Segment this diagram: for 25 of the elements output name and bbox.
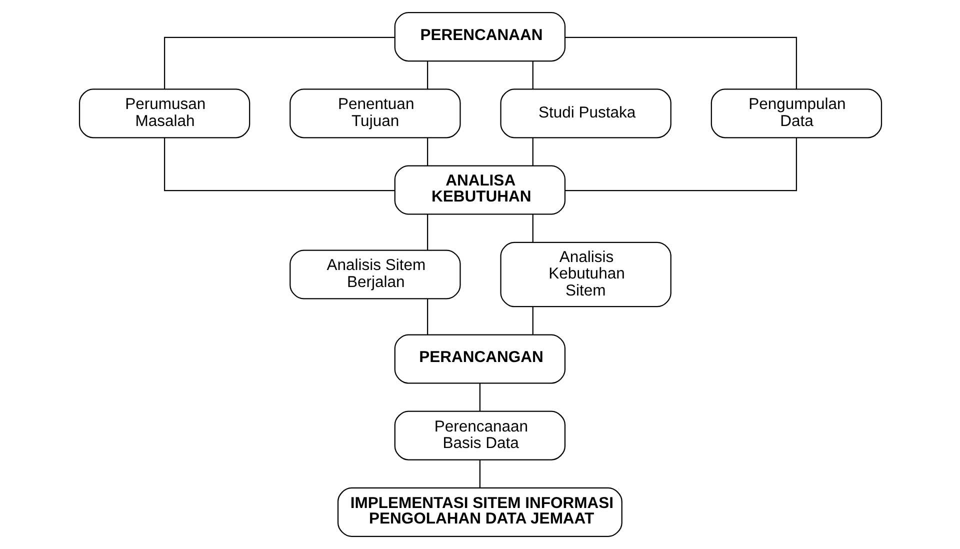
connector (426, 214, 428, 250)
connector (426, 61, 428, 90)
connector (564, 36, 797, 89)
node-box: IMPLEMENTASI SITEM INFORMASI PENGOLAHAN DATA JEMAAT (336, 487, 622, 537)
connector (478, 460, 480, 488)
connector (426, 138, 428, 166)
connector (163, 138, 394, 192)
connector (564, 138, 797, 192)
node-box: Analisis Sitem Berjalan (289, 250, 460, 300)
node-box: Pengumpulan Data (710, 88, 882, 138)
connector (532, 138, 533, 166)
node-box: Studi Pustaka (500, 88, 671, 138)
connector (163, 36, 394, 89)
node-box: PERANCANGAN (394, 334, 566, 384)
node-box: ANALISA KEBUTUHAN (394, 165, 566, 215)
connector (532, 61, 533, 90)
connector (478, 383, 480, 412)
node-box: Perumusan Masalah (78, 88, 250, 138)
node-box: Analisis Kebutuhan Sitem (500, 242, 671, 308)
connector (426, 298, 428, 335)
connector (532, 306, 533, 334)
node-box: Penentuan Tujuan (289, 88, 460, 138)
node-box: PERENCANAAN (394, 12, 566, 62)
connector (532, 214, 533, 242)
node-box: Perencanaan Basis Data (394, 410, 566, 460)
